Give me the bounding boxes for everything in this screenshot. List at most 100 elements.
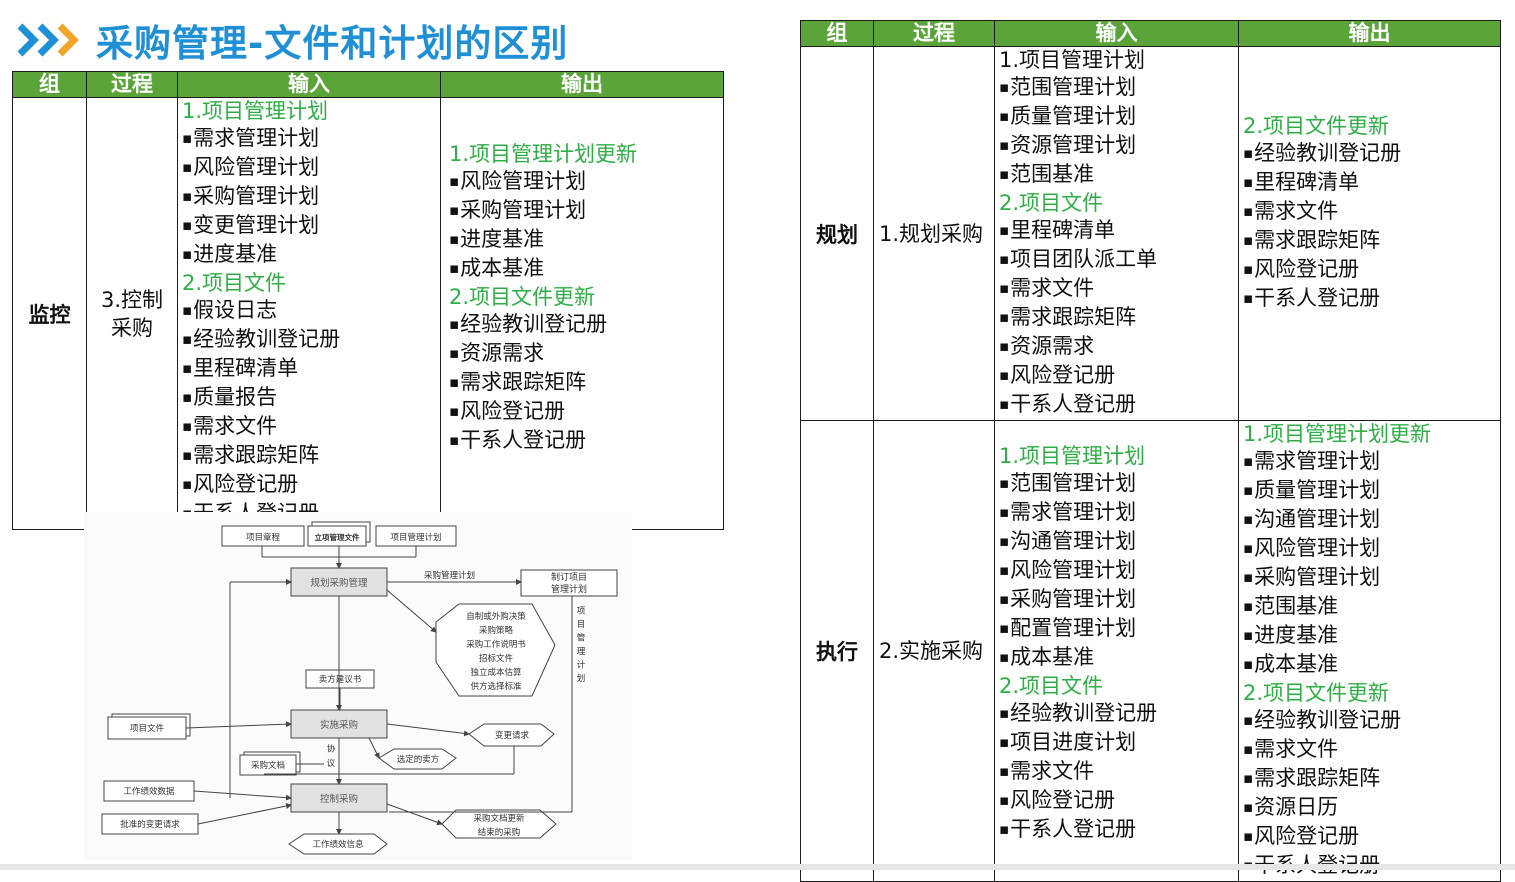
list-item: 配置管理计划 [999,615,1238,644]
list-item: 成本基准 [1243,651,1500,680]
process-cell: 2.实施采购 [873,420,995,882]
section-heading: 1.项目管理计划更新 [1243,422,1432,446]
process-name: 1.规划采购 [879,221,984,246]
list-item: 需求管理计划 [1243,448,1500,477]
flow-label-initiation-docs: 立项管理文件 [315,532,360,542]
header-process: 过程 [873,20,995,47]
inputs-cell: 1.项目管理计划范围管理计划需求管理计划沟通管理计划风险管理计划采购管理计划配置… [994,420,1239,882]
list-item: 沟通管理计划 [999,528,1238,557]
flow-label-project-charter: 项目章程 [246,532,281,543]
flow-label-control-procurement: 控制采购 [320,793,358,805]
list-item: 需求管理计划 [999,499,1238,528]
inputs-cell: 1.项目管理计划需求管理计划风险管理计划采购管理计划变更管理计划进度基准2.项目… [177,97,441,530]
list-item: 需求跟踪矩阵 [1243,227,1500,256]
outputs-cell: 1.项目管理计划更新需求管理计划质量管理计划沟通管理计划风险管理计划采购管理计划… [1238,420,1501,882]
list-item: 范围管理计划 [999,74,1238,103]
control-procurement-table: 组 过程 输入 输出 监控 3.控制采购 1.项目管理计划需求管理计划风险管理计… [12,71,724,530]
list-item: 进度基准 [182,241,440,270]
list-item: 风险管理计划 [182,154,440,183]
list-item: 变更管理计划 [182,212,440,241]
list-item: 资源管理计划 [999,132,1238,161]
flow-output-item: 独立成本估算 [470,667,522,678]
process-cell: 1.规划采购 [873,46,995,421]
list-item: 风险管理计划 [1243,535,1500,564]
header-output: 输出 [440,71,724,98]
list-item: 风险管理计划 [449,168,723,197]
page-title: 采购管理-文件和计划的区别 [96,22,569,65]
list-item: 风险登记册 [1243,823,1500,852]
flow-label-pm-plan-vertical: 项目管理计划 [575,606,585,687]
section-heading: 2.项目文件更新 [1243,681,1390,705]
list-item: 经验教训登记册 [1243,707,1500,736]
list-item: 资源需求 [449,340,723,369]
flow-output-item: 招标文件 [479,653,514,664]
chevron-arrows-icon [17,23,79,57]
flow-label-pm-plan: 项目管理计划 [390,532,441,543]
header-input: 输入 [177,71,441,98]
process-name: 3.控制采购 [100,287,164,340]
list-item: 风险登记册 [1243,256,1500,285]
flow-label-seller-proposals: 卖方建议书 [319,674,362,685]
list-item: 采购管理计划 [999,586,1238,615]
header-group: 组 [12,71,87,98]
list-item: 干系人登记册 [999,391,1238,420]
list-item: 风险登记册 [182,471,440,500]
outputs-list: 1.项目管理计划更新风险管理计划采购管理计划进度基准成本基准2.项目文件更新经验… [441,141,723,456]
flow-label-agreements: 协议 [325,743,335,773]
plan-conduct-procurement-table: 组 过程 输入 输出 规划 1.规划采购 1.项目管理计划范围管理计划质量管理计… [800,20,1501,882]
list-item: 需求跟踪矩阵 [999,304,1238,333]
flow-label-work-perf-info: 工作绩效信息 [312,839,364,850]
section-heading: 1.项目管理计划 [999,444,1146,468]
list-item: 干系人登记册 [999,816,1238,845]
flow-label-conduct-procurement: 实施采购 [320,719,358,731]
list-item: 进度基准 [449,226,723,255]
flow-label-plan-procurement: 规划采购管理 [310,577,368,589]
work-perf-info-hexagon [288,833,388,855]
list-item: 需求跟踪矩阵 [182,442,440,471]
list-item: 干系人登记册 [449,427,723,456]
inputs-list: 1.项目管理计划范围管理计划质量管理计划资源管理计划范围基准2.项目文件里程碑清… [995,47,1238,420]
flow-label-project-documents: 项目文件 [130,723,165,734]
list-item: 采购管理计划 [449,197,723,226]
header-input: 输入 [994,20,1239,47]
list-item: 风险登记册 [999,787,1238,816]
flow-output-item: 供方选择标准 [470,681,522,692]
section-heading: 1.项目管理计划更新 [449,142,638,166]
outputs-cell: 1.项目管理计划更新风险管理计划采购管理计划进度基准成本基准2.项目文件更新经验… [440,97,724,530]
selected-sellers-hexagon [378,748,457,770]
flow-output-item: 结束的采购 [478,827,521,838]
list-item: 资源日历 [1243,794,1500,823]
section-heading: 2.项目文件 [182,271,287,295]
header-group: 组 [800,20,874,47]
inputs-cell: 1.项目管理计划范围管理计划质量管理计划资源管理计划范围基准2.项目文件里程碑清… [994,46,1239,421]
section-heading: 2.项目文件更新 [449,285,596,309]
list-item: 经验教训登记册 [449,311,723,340]
flow-output-item: 自制或外购决策 [466,611,526,622]
list-item: 进度基准 [1243,622,1500,651]
list-item: 质量管理计划 [999,103,1238,132]
list-item: 质量管理计划 [1243,477,1500,506]
list-item: 项目团队派工单 [999,246,1238,275]
flow-label-approved-changes: 批准的变更请求 [120,819,180,830]
flow-output-item: 采购策略 [479,625,514,636]
group-cell: 监控 [12,97,87,530]
list-item: 里程碑清单 [1243,169,1500,198]
list-item: 经验教训登记册 [1243,140,1500,169]
list-item: 沟通管理计划 [1243,506,1500,535]
list-item: 项目进度计划 [999,729,1238,758]
list-item: 资源需求 [999,333,1238,362]
flow-output-item: 采购文档更新 [473,813,525,824]
inputs-list: 1.项目管理计划范围管理计划需求管理计划沟通管理计划风险管理计划采购管理计划配置… [995,443,1238,845]
flow-label-procurement-plan: 采购管理计划 [424,570,475,581]
outputs-cell: 2.项目文件更新经验教训登记册里程碑清单需求文件需求跟踪矩阵风险登记册干系人登记… [1238,46,1501,421]
list-item: 需求管理计划 [182,125,440,154]
list-item: 需求文件 [1243,736,1500,765]
list-item: 里程碑清单 [999,217,1238,246]
doc-box-project-charter [221,525,305,547]
group-cell: 执行 [800,420,874,882]
list-item: 需求跟踪矩阵 [449,369,723,398]
section-heading: 2.项目文件更新 [1243,114,1390,138]
process-box-develop-plan [520,569,618,597]
slide-header: 采购管理-文件和计划的区别 [14,12,568,68]
